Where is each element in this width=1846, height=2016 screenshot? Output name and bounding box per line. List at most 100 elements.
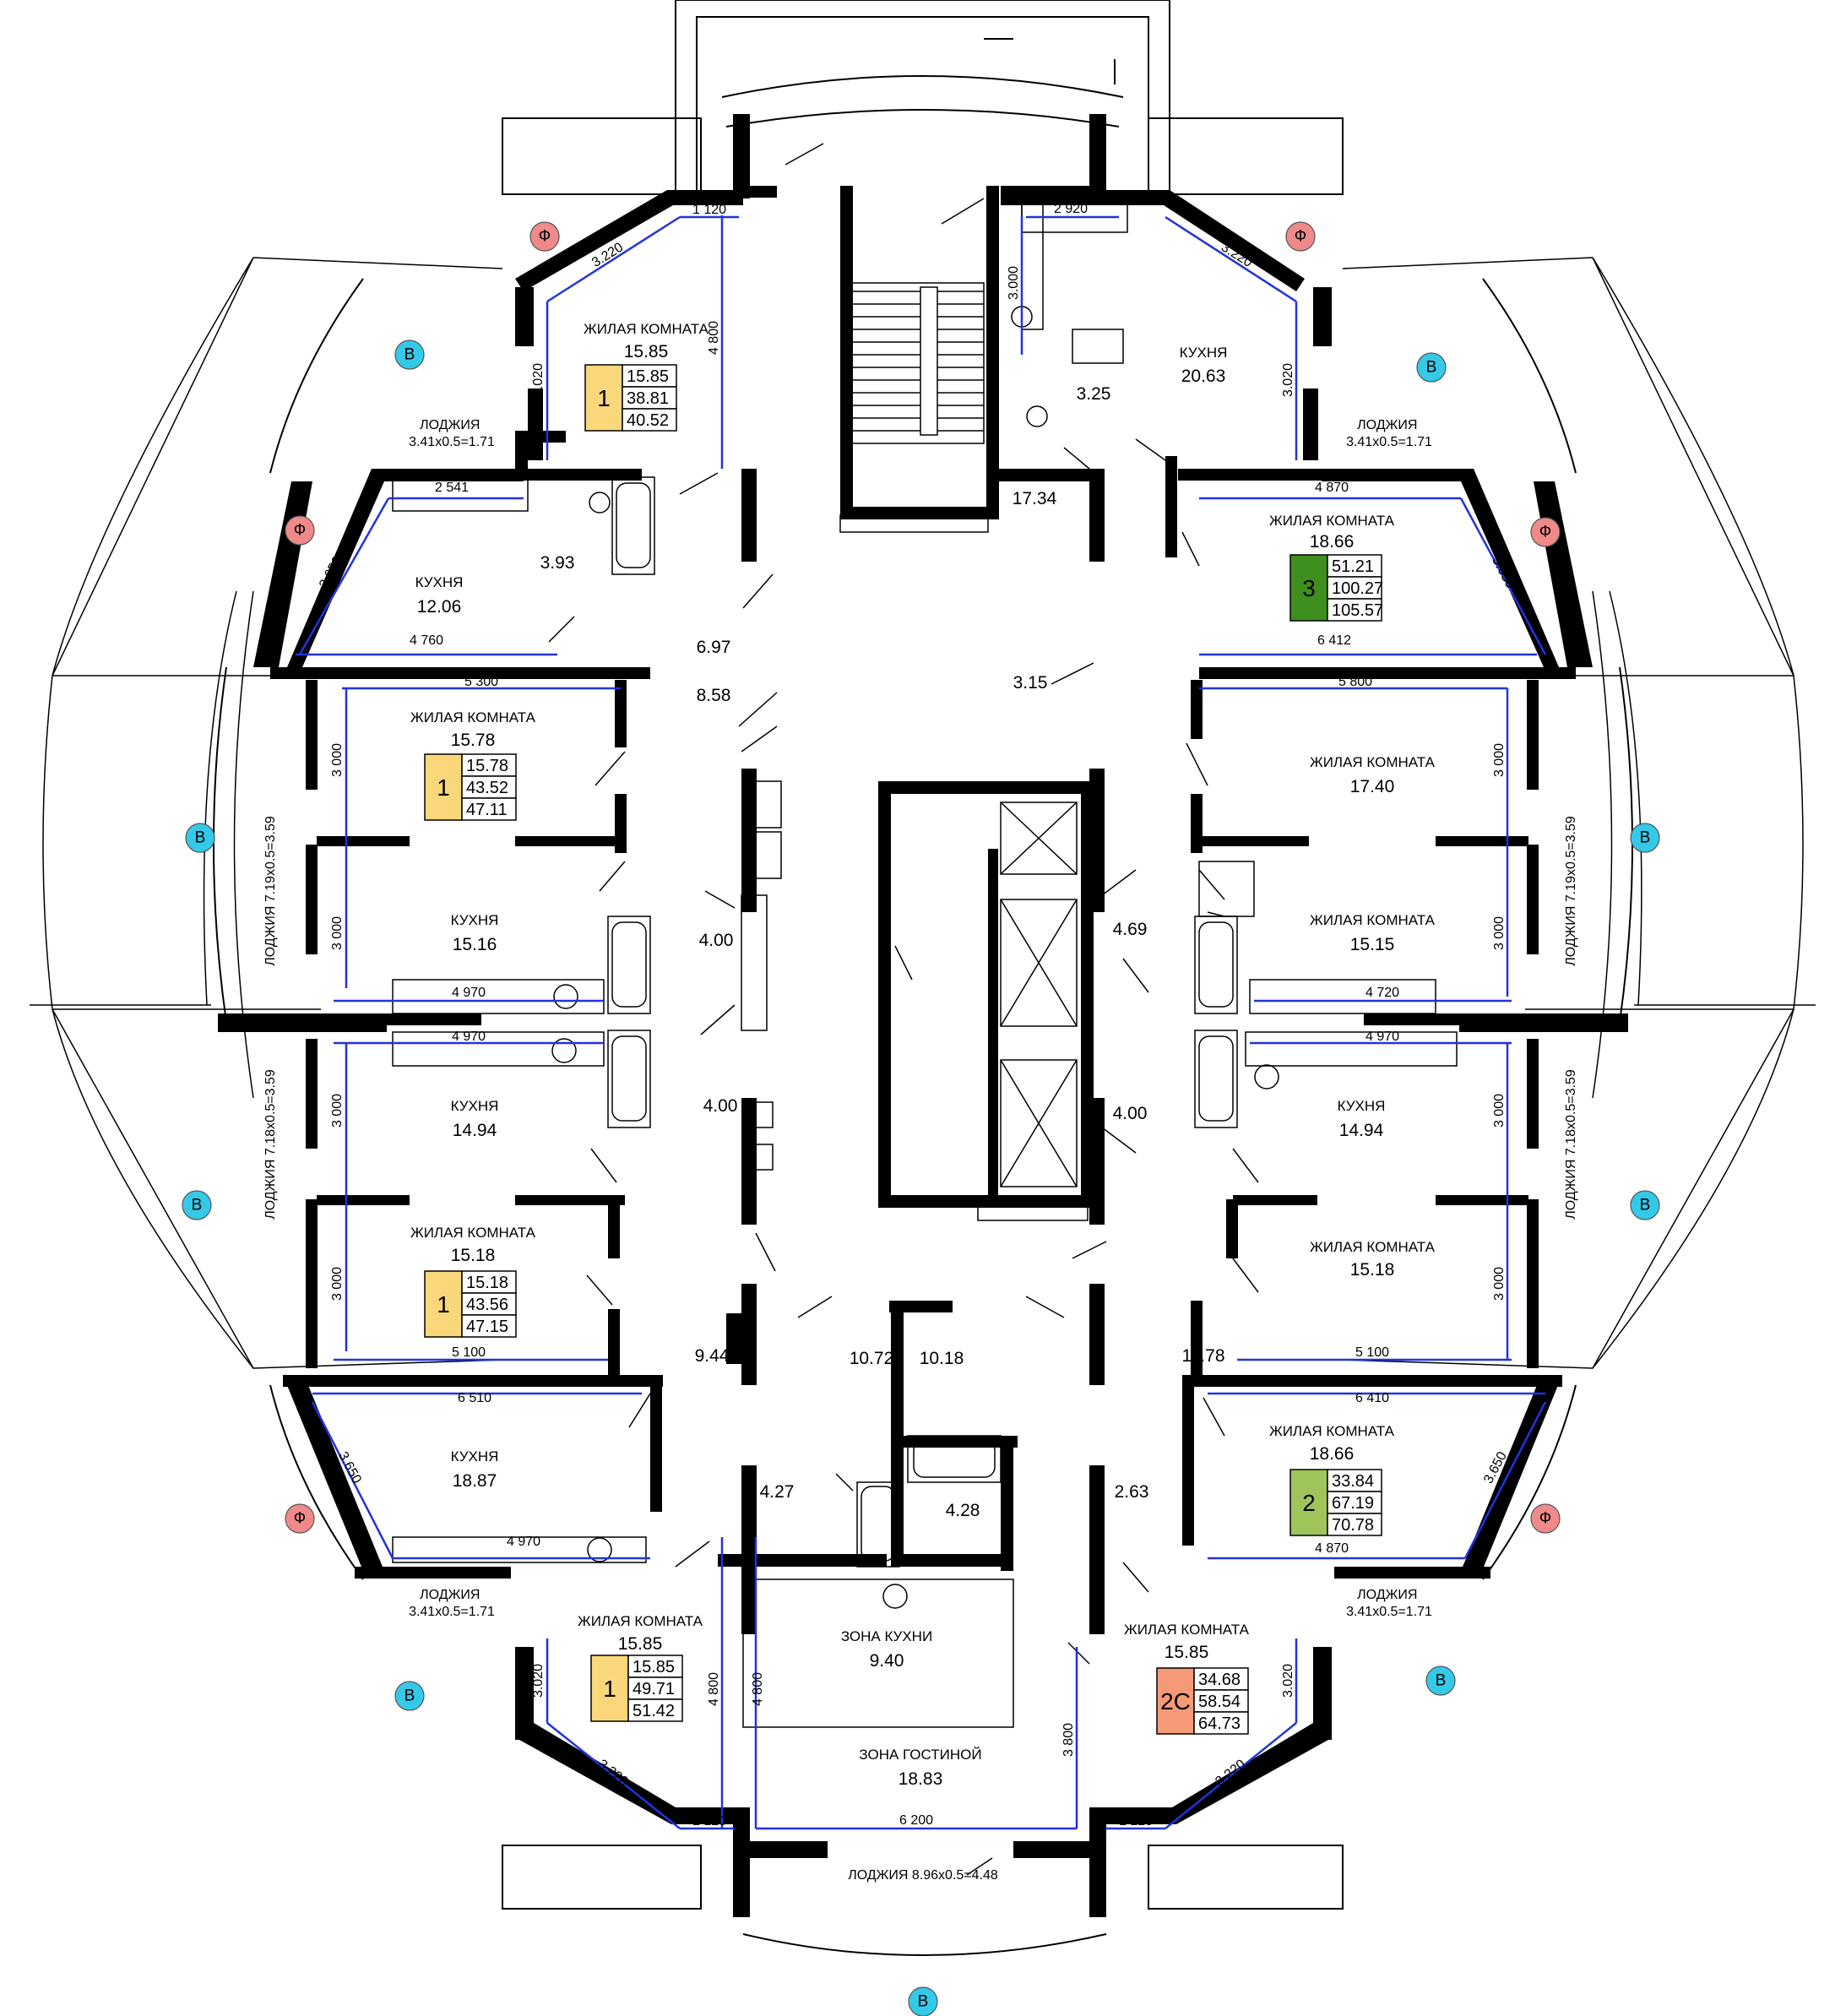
area-label: 3.93 — [540, 553, 575, 573]
loggia-label-line: 3.41x0.5=1.71 — [409, 1605, 495, 1619]
room-name: ЖИЛАЯ КОМНАТА — [584, 321, 709, 337]
loggia-label-line: ЛОДЖИЯ — [1357, 1588, 1417, 1602]
dim-label: 2 541 — [435, 481, 469, 495]
dim-label: 4 870 — [1315, 481, 1349, 495]
marker-v-text: В — [1436, 1672, 1447, 1690]
room-area: 20.63 — [1181, 367, 1226, 386]
marker-v-circle — [908, 1986, 938, 2016]
dim-label: 5 100 — [1355, 1345, 1389, 1360]
room-area: 18.66 — [1310, 532, 1355, 552]
dim-label: 6 200 — [899, 1813, 933, 1828]
loggia-label-line: 3.41x0.5=1.71 — [1346, 1605, 1432, 1619]
dim-label: 3 000 — [330, 743, 345, 777]
area-label: 4.69 — [1113, 920, 1148, 939]
marker-v-circle — [1630, 823, 1660, 853]
apartment-area-value: 49.71 — [633, 1680, 675, 1698]
room-area: 15.15 — [1350, 935, 1395, 954]
dim-label: 2 920 — [1054, 202, 1088, 216]
loggia-label: ЛОДЖИЯ 3.41x0.5=1.71 — [409, 418, 495, 449]
room-name: ЖИЛАЯ КОМНАТА — [1269, 1423, 1395, 1439]
marker-v-circle — [1416, 352, 1447, 383]
dim-label: 4 970 — [1365, 1030, 1399, 1044]
room-area: 15.18 — [451, 1246, 496, 1265]
room-area: 15.85 — [1165, 1643, 1209, 1662]
apartment-area-value: 40.52 — [627, 411, 669, 430]
marker-f-circle — [529, 221, 560, 252]
area-label: 4.00 — [1113, 1104, 1148, 1123]
apartment-area-value: 47.15 — [466, 1318, 508, 1336]
dim-label: 3 000 — [330, 916, 345, 950]
apartment-area-cell — [1193, 1667, 1249, 1691]
marker-v: В — [908, 1986, 938, 2016]
loggia-label: ЛОДЖИЯ 3.41x0.5=1.71 — [1346, 418, 1432, 449]
dim-label: 4 800 — [707, 1672, 721, 1706]
apartment-area-cell — [1327, 1469, 1382, 1492]
apartment-type-badge — [424, 753, 463, 821]
room-name: ЖИЛАЯ КОМНАТА — [1310, 754, 1436, 770]
marker-f-circle — [285, 1503, 315, 1534]
apartment-area-cell — [627, 1698, 683, 1722]
loggia-label-line: 3.41x0.5=1.71 — [409, 435, 495, 449]
dim-label: 4 970 — [452, 1030, 486, 1044]
room-area: 15.18 — [1350, 1260, 1395, 1280]
apartment-area-cell — [461, 775, 517, 799]
dim-label: 5 100 — [452, 1345, 486, 1360]
apartment-legends: 115.8538.8140.52351.21100.27105.57115.78… — [424, 364, 1383, 1735]
room-name: КУХНЯ — [451, 912, 499, 928]
walls — [218, 114, 1628, 1917]
loggia-label: ЛОДЖИЯ 7.18x0.5=3.59 — [1564, 1069, 1578, 1220]
loggia-label-line: ЛОДЖИЯ — [1357, 418, 1417, 432]
apartment-area-value: 105.57 — [1332, 601, 1383, 620]
apartment-area-cell — [622, 364, 677, 388]
loggia-label-line: 3.41x0.5=1.71 — [1346, 435, 1432, 449]
apartment-area-value: 70.78 — [1332, 1516, 1374, 1535]
apartment-area-value: 34.68 — [1198, 1671, 1241, 1689]
apartment-area-value: 15.85 — [627, 367, 669, 386]
apartment-area-value: 58.54 — [1198, 1693, 1241, 1711]
apartment-type: 1 — [603, 1676, 616, 1702]
top-bottom-balconies — [502, 0, 1344, 1956]
marker-v-text: В — [1426, 359, 1437, 377]
apartment-area-cell — [622, 386, 677, 410]
apartment-type: 1 — [437, 774, 450, 801]
marker-f-text: Ф — [1539, 1510, 1551, 1528]
marker-v-text: В — [192, 1197, 203, 1214]
apartment-area-cell — [461, 1314, 517, 1338]
area-label: 10.72 — [850, 1349, 894, 1368]
area-label: 3.25 — [1077, 384, 1111, 404]
apartment-area-value: 67.19 — [1332, 1494, 1374, 1513]
loggia-label-line: ЛОДЖИЯ — [420, 418, 480, 432]
apartment-type-badge — [590, 1655, 629, 1722]
area-label: 4.00 — [703, 1096, 738, 1116]
dim-label: 6 510 — [458, 1391, 491, 1405]
apartment-area-cell — [1193, 1711, 1249, 1735]
room-name: КУХНЯ — [451, 1448, 499, 1464]
apartment-type: 1 — [437, 1291, 450, 1318]
apartment-area-value: 15.18 — [466, 1274, 508, 1292]
marker-v: В — [1416, 352, 1447, 383]
marker-v: В — [1630, 823, 1660, 853]
room-area: 15.78 — [451, 731, 496, 750]
room-name: КУХНЯ — [1180, 345, 1228, 361]
loggia-labels: ЛОДЖИЯ 3.41x0.5=1.71 ЛОДЖИЯ 3.41x0.5=1.7… — [263, 418, 1578, 1883]
marker-f: Ф — [1530, 1503, 1561, 1534]
loggia-label: ЛОДЖИЯ 3.41x0.5=1.71 — [1346, 1588, 1432, 1619]
room-area: 18.66 — [1310, 1444, 1355, 1464]
apartment-area-cell — [1327, 1513, 1382, 1536]
room-area: 17.40 — [1350, 777, 1395, 796]
marker-v: В — [185, 823, 215, 853]
marker-v-text: В — [195, 829, 206, 847]
room-name: ЖИЛАЯ КОМНАТА — [410, 709, 536, 725]
loggia-label: ЛОДЖИЯ 7.19x0.5=3.59 — [1564, 816, 1578, 966]
apartment-type-badge — [1289, 554, 1328, 622]
apartment-area-cell — [461, 753, 517, 777]
apartment-area-value: 38.81 — [627, 389, 669, 408]
apartment-type-badge — [1156, 1667, 1195, 1735]
marker-v: В — [394, 340, 425, 370]
area-label: 8.58 — [697, 686, 731, 705]
